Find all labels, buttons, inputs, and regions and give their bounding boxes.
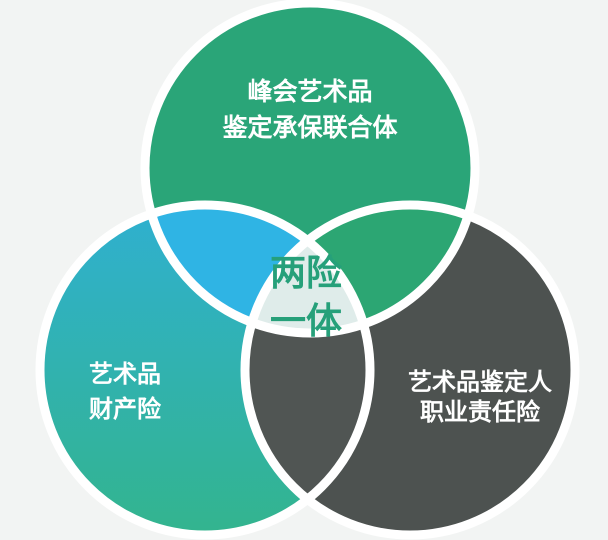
set-right-label-line2: 职业责任险 (420, 398, 541, 426)
center-label-line2: 一体 (270, 301, 342, 342)
circle-outlines (35, 0, 580, 540)
center-intersection (245, 205, 370, 333)
set-top-label-line1: 峰会艺术品 (247, 77, 372, 106)
set-left-label-line2: 财产险 (89, 395, 162, 423)
center-label-line1: 两险 (270, 253, 343, 294)
set-top-label-line2: 鉴定承保联合体 (221, 113, 398, 142)
set-left-label-line1: 艺术品 (89, 360, 161, 388)
set-right-label-line1: 艺术品鉴定人 (408, 368, 552, 396)
